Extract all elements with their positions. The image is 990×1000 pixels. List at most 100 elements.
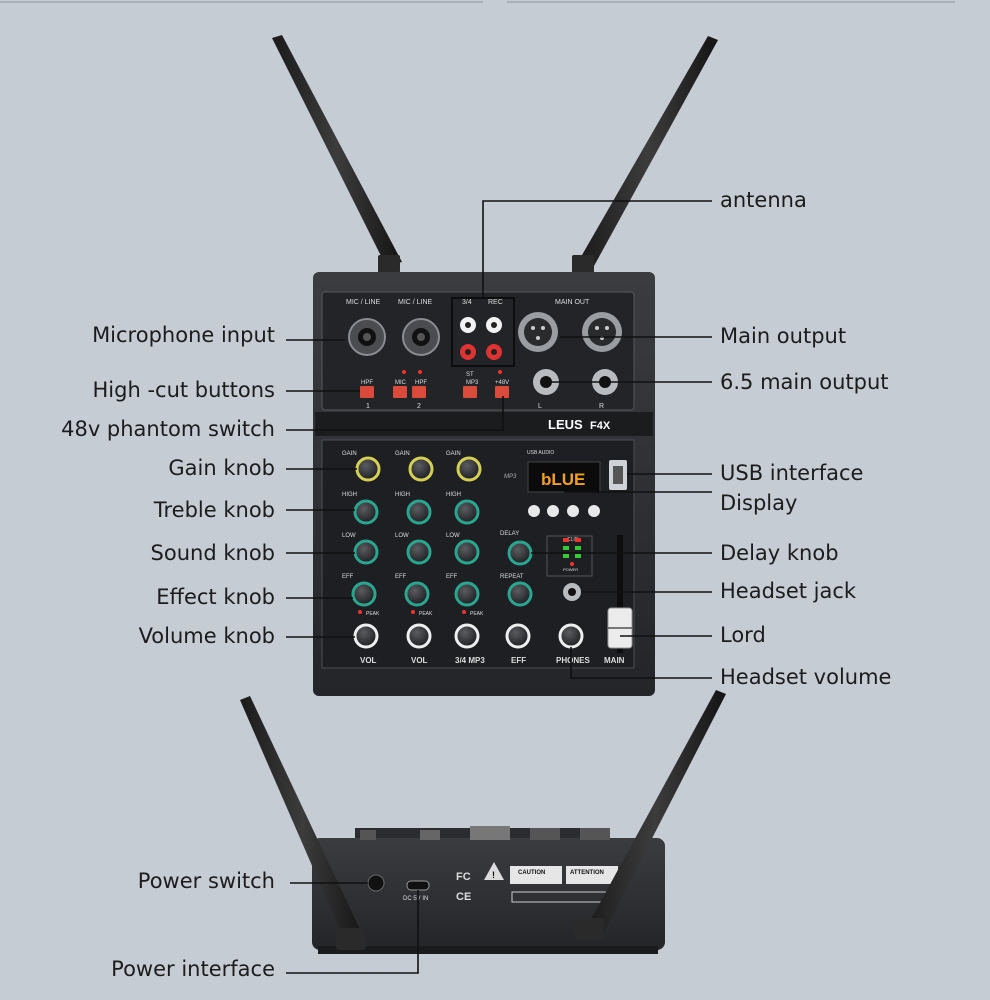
volume-knob-2[interactable]: [406, 623, 432, 649]
callout-volume-knob: Volume knob: [138, 624, 275, 648]
effect-knob-3[interactable]: [454, 581, 480, 607]
headset-volume-knob[interactable]: [558, 623, 584, 649]
treble-knob-3[interactable]: [454, 499, 480, 525]
svg-text:L: L: [538, 403, 542, 410]
delay-knob[interactable]: [507, 540, 533, 566]
svg-text:MIC / LINE: MIC / LINE: [346, 299, 381, 306]
svg-text:3/4: 3/4: [462, 299, 472, 306]
headset-jack[interactable]: [563, 583, 581, 601]
sound-knob-3[interactable]: [454, 539, 480, 565]
phantom-48v-button[interactable]: [495, 386, 509, 398]
main-output-l[interactable]: [518, 312, 558, 352]
callout-treble-knob: Treble knob: [153, 498, 275, 522]
callout-48v-phantom-switch: 48v phantom switch: [61, 417, 275, 441]
rear-antenna-right: [574, 690, 726, 940]
svg-text:ST: ST: [466, 372, 474, 378]
mode-button[interactable]: [588, 505, 600, 517]
play-pause-button[interactable]: [528, 505, 540, 517]
svg-text:GAIN: GAIN: [395, 451, 410, 457]
channel-strips: GAIN GAIN GAIN HIGH HIGH HIGH LOW LOW LO…: [342, 451, 484, 617]
brand-strip: [315, 412, 653, 436]
callout-antenna: antenna: [720, 188, 807, 212]
repeat-knob[interactable]: [507, 581, 533, 607]
antenna-left: [272, 35, 402, 273]
svg-text:LOW: LOW: [342, 533, 356, 539]
callout-microphone-input: Microphone input: [92, 323, 275, 347]
rca-jacks[interactable]: [460, 317, 502, 360]
svg-text:VOL: VOL: [360, 656, 377, 665]
prev-button[interactable]: [547, 505, 559, 517]
main-output-r[interactable]: [582, 312, 622, 352]
hpf-button-2[interactable]: [412, 386, 426, 398]
svg-text:R: R: [599, 403, 604, 410]
svg-text:VOL: VOL: [411, 656, 428, 665]
antenna-right: [572, 36, 718, 273]
svg-text:MAIN: MAIN: [604, 656, 625, 665]
callout-power-switch: Power switch: [137, 869, 275, 893]
svg-text:HIGH: HIGH: [342, 492, 357, 498]
svg-text:DC 5V IN: DC 5V IN: [403, 896, 428, 902]
svg-text:FC: FC: [456, 871, 471, 883]
sound-knob-2[interactable]: [406, 539, 432, 565]
st-mp3-button[interactable]: [463, 386, 477, 398]
main-fader[interactable]: [607, 607, 633, 649]
callout-delay-knob: Delay knob: [720, 541, 839, 565]
svg-text:EFF: EFF: [511, 656, 526, 665]
callout-sound-knob: Sound knob: [150, 541, 275, 565]
volume-knob-1[interactable]: [353, 623, 379, 649]
treble-knob-2[interactable]: [406, 499, 432, 525]
eff-master-knob[interactable]: [505, 623, 531, 649]
svg-text:PEAK: PEAK: [366, 611, 380, 617]
fader-track: [617, 535, 623, 653]
callout-effect-knob: Effect knob: [156, 585, 275, 609]
next-button[interactable]: [567, 505, 579, 517]
svg-text:REPEAT: REPEAT: [500, 574, 524, 580]
svg-text:1: 1: [366, 403, 370, 410]
hpf-button-1[interactable]: [360, 386, 374, 398]
gain-knob-2[interactable]: [408, 456, 434, 482]
svg-text:CAUTION: CAUTION: [518, 870, 545, 876]
power-switch[interactable]: [367, 874, 385, 892]
callout-lord: Lord: [720, 623, 766, 647]
callout-main-output: Main output: [720, 324, 847, 348]
svg-text:MIC / LINE: MIC / LINE: [398, 299, 433, 306]
sound-knob-1[interactable]: [353, 539, 379, 565]
volume-knob-3[interactable]: [454, 623, 480, 649]
svg-text:REC: REC: [488, 299, 503, 306]
svg-text:2: 2: [417, 403, 421, 410]
effect-knob-1[interactable]: [351, 581, 377, 607]
gain-knob-3[interactable]: [456, 456, 482, 482]
callout-65-main-output: 6.5 main output: [720, 370, 889, 394]
svg-text:USB AUDIO: USB AUDIO: [527, 450, 554, 456]
power-interface-port[interactable]: [406, 880, 430, 891]
gain-knob-1[interactable]: [355, 456, 381, 482]
svg-text:EFF: EFF: [395, 574, 407, 580]
display-text: bLUE: [541, 470, 585, 489]
leader-lines: [286, 200, 712, 974]
svg-text:PEAK: PEAK: [470, 611, 484, 617]
display-screen: [527, 461, 601, 493]
treble-knob-1[interactable]: [353, 499, 379, 525]
svg-text:DELAY: DELAY: [500, 531, 519, 537]
mic-input-2[interactable]: [402, 318, 440, 356]
svg-text:PHONES: PHONES: [556, 656, 590, 665]
model-name: F4X: [590, 420, 611, 432]
svg-text:MP3: MP3: [466, 380, 479, 386]
effect-knob-2[interactable]: [404, 581, 430, 607]
mic-input-1[interactable]: [348, 318, 386, 356]
rear-antenna-left: [240, 696, 366, 950]
callout-power-interface: Power interface: [111, 957, 275, 981]
svg-text:MP3: MP3: [504, 474, 517, 480]
callout-usb-interface: USB interface: [720, 461, 864, 485]
svg-text:PEAK: PEAK: [419, 611, 433, 617]
svg-text:GAIN: GAIN: [342, 451, 357, 457]
mic-button[interactable]: [393, 386, 407, 398]
svg-text:ATTENTION: ATTENTION: [570, 870, 604, 876]
svg-text:HPF: HPF: [415, 380, 427, 386]
svg-text:+48V: +48V: [495, 380, 509, 386]
svg-text:LOW: LOW: [446, 533, 460, 539]
svg-text:!: !: [492, 870, 495, 880]
svg-text:MIC: MIC: [395, 380, 407, 386]
rca-group-outline: [451, 297, 515, 367]
